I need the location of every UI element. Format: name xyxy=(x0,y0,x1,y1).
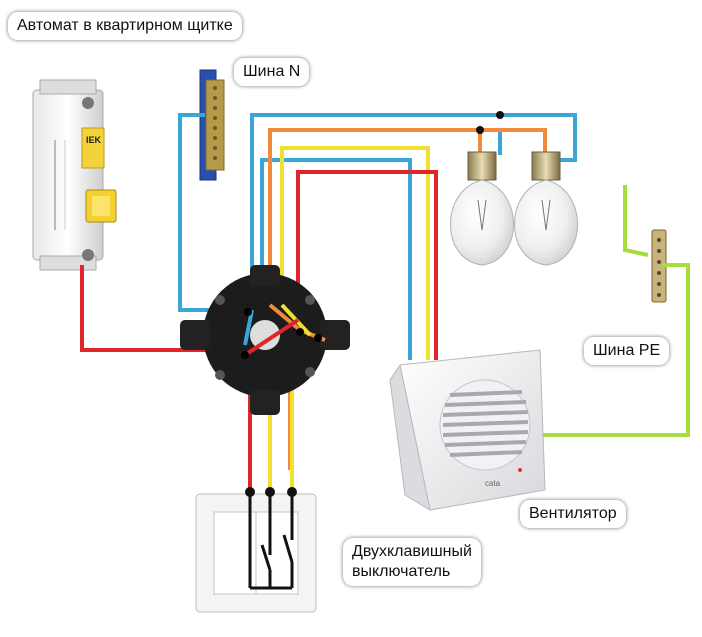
pe-bus-icon xyxy=(651,229,667,303)
wires xyxy=(80,113,690,492)
yellow-wire-fan xyxy=(280,146,430,360)
junction-box-icon xyxy=(180,265,350,415)
breaker-label: Автомат в квартирном щитке xyxy=(8,12,242,40)
pe-bus-label: Шина PE xyxy=(584,337,670,365)
fan-brand: cata xyxy=(485,479,501,488)
circuit-breaker-icon: IEK xyxy=(32,79,117,271)
breaker-brand: IEK xyxy=(86,135,102,145)
neutral-wire-fan xyxy=(260,158,412,360)
orange-wire-lamps xyxy=(268,128,547,300)
neutral-bus-icon xyxy=(199,69,225,181)
light-bulb-icon xyxy=(514,151,578,266)
fan-label: Вентилятор xyxy=(520,500,626,528)
fan-icon: cata xyxy=(389,349,546,512)
switch-icon xyxy=(195,487,317,613)
neutral-bus-label: Шина N xyxy=(234,58,310,86)
switch-label: Двухклавишный выключатель xyxy=(343,538,481,586)
ground-wire-fan xyxy=(530,263,690,437)
wire-junctions xyxy=(476,111,504,134)
light-bulb-icon xyxy=(450,151,514,266)
neutral-wire-lamps xyxy=(250,113,577,300)
neutral-wire-lamp1 xyxy=(480,128,502,155)
ground-wire xyxy=(623,185,649,257)
